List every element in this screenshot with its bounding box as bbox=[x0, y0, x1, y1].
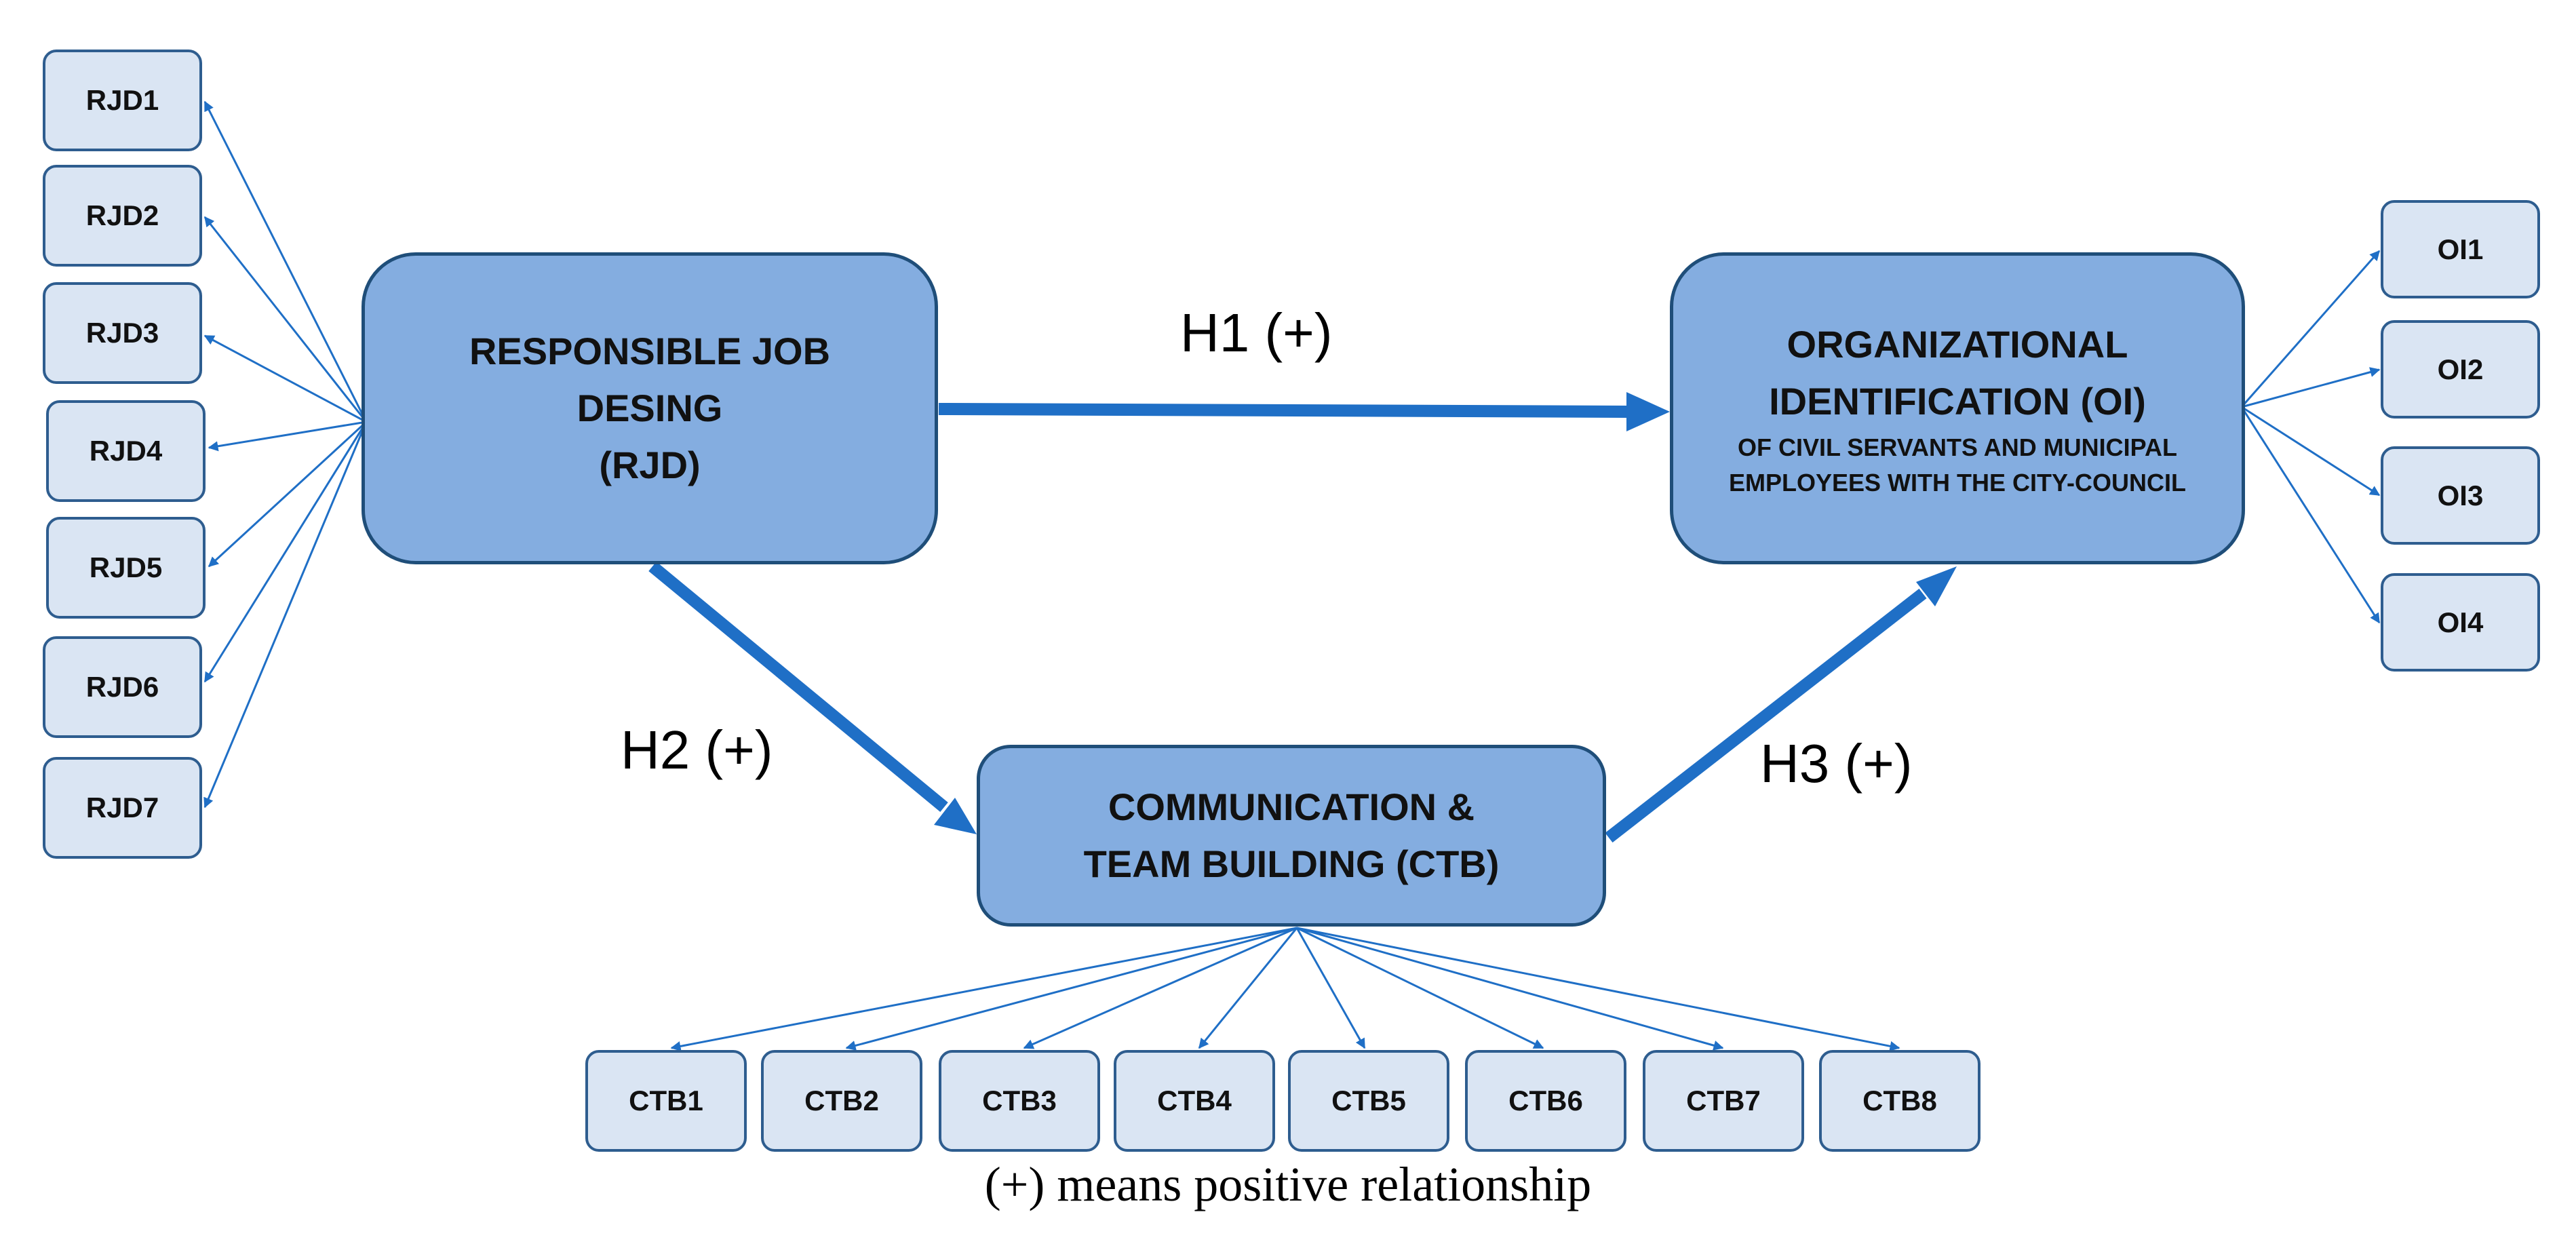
indicator-ctb5: CTB5 bbox=[1288, 1050, 1449, 1152]
construct-rjd: RESPONSIBLE JOB DESING (RJD) bbox=[362, 252, 938, 564]
construct-rjd-line2: DESING bbox=[577, 387, 723, 429]
indicator-rjd6: RJD6 bbox=[43, 636, 202, 738]
rjd-indicator-arrow-2 bbox=[203, 216, 368, 423]
oi-indicator-arrow-3 bbox=[2241, 406, 2381, 497]
rjd-indicator-arrow-6 bbox=[203, 421, 368, 683]
construct-rjd-line3: (RJD) bbox=[599, 444, 701, 486]
indicator-oi1: OI1 bbox=[2381, 200, 2540, 298]
indicator-oi4: OI4 bbox=[2381, 573, 2540, 672]
indicator-oi2: OI2 bbox=[2381, 320, 2540, 419]
indicator-ctb2: CTB2 bbox=[761, 1050, 922, 1152]
h1-label: H1 (+) bbox=[1180, 303, 1333, 363]
ctb-indicator-arrow-2 bbox=[845, 927, 1297, 1051]
indicator-ctb4: CTB4 bbox=[1114, 1050, 1275, 1152]
rjd-indicator-arrow-7 bbox=[203, 421, 368, 809]
rjd-indicator-arrow-3 bbox=[203, 334, 367, 423]
ctb-indicator-arrow-7 bbox=[1296, 927, 1724, 1051]
construct-oi-sub2: EMPLOYEES WITH THE CITY-COUNCIL bbox=[1728, 469, 2186, 497]
indicator-ctb1: CTB1 bbox=[585, 1050, 747, 1152]
indicator-rjd4: RJD4 bbox=[46, 400, 206, 502]
ctb-indicator-arrow-3 bbox=[1023, 927, 1297, 1049]
construct-ctb-line1: COMMUNICATION & bbox=[1108, 785, 1475, 828]
indicator-ctb6: CTB6 bbox=[1465, 1050, 1626, 1152]
rjd-indicator-arrow-1 bbox=[203, 100, 368, 423]
ctb-indicator-arrow-8 bbox=[1296, 927, 1900, 1051]
ctb-indicator-arrow-5 bbox=[1295, 927, 1366, 1049]
indicator-oi3: OI3 bbox=[2381, 446, 2540, 545]
caption: (+) means positive relationship bbox=[984, 1157, 1592, 1211]
indicator-ctb3: CTB3 bbox=[939, 1050, 1100, 1152]
ctb-indicator-arrow-1 bbox=[670, 927, 1297, 1051]
indicator-rjd2: RJD2 bbox=[43, 165, 202, 267]
oi-indicator-arrow-4 bbox=[2240, 406, 2381, 624]
h2-arrowhead bbox=[934, 798, 977, 834]
oi-indicator-arrow-1 bbox=[2240, 250, 2381, 408]
rjd-indicator-arrow-5 bbox=[208, 421, 368, 568]
ctb-indicator-arrow-6 bbox=[1296, 927, 1544, 1049]
h2-path-arrow bbox=[648, 562, 948, 812]
rjd-indicator-arrow-4 bbox=[208, 421, 367, 452]
construct-oi-line1: ORGANIZATIONAL bbox=[1787, 323, 2128, 366]
indicator-rjd5: RJD5 bbox=[46, 517, 206, 619]
h3-path-arrow bbox=[1605, 588, 1927, 843]
construct-rjd-line1: RESPONSIBLE JOB bbox=[469, 330, 831, 372]
h1-path-arrow bbox=[938, 403, 1628, 418]
construct-oi-sub1: OF CIVIL SERVANTS AND MUNICIPAL bbox=[1737, 433, 2178, 461]
ctb-indicator-arrow-4 bbox=[1198, 927, 1298, 1049]
construct-ctb-line2: TEAM BUILDING (CTB) bbox=[1083, 842, 1500, 885]
construct-ctb: COMMUNICATION & TEAM BUILDING (CTB) bbox=[977, 745, 1606, 927]
construct-oi-line2: IDENTIFICATION (OI) bbox=[1769, 380, 2146, 423]
indicator-ctb8: CTB8 bbox=[1819, 1050, 1980, 1152]
indicator-rjd7: RJD7 bbox=[43, 757, 202, 859]
indicator-ctb7: CTB7 bbox=[1643, 1050, 1804, 1152]
construct-oi: ORGANIZATIONAL IDENTIFICATION (OI) OF CI… bbox=[1670, 252, 2245, 564]
h3-label: H3 (+) bbox=[1760, 733, 1913, 794]
oi-indicator-arrow-2 bbox=[2241, 367, 2381, 408]
indicator-rjd1: RJD1 bbox=[43, 50, 202, 151]
h3-arrowhead bbox=[1916, 566, 1957, 606]
indicator-rjd3: RJD3 bbox=[43, 282, 202, 384]
h1-arrowhead bbox=[1626, 392, 1670, 431]
h2-label: H2 (+) bbox=[621, 720, 773, 780]
